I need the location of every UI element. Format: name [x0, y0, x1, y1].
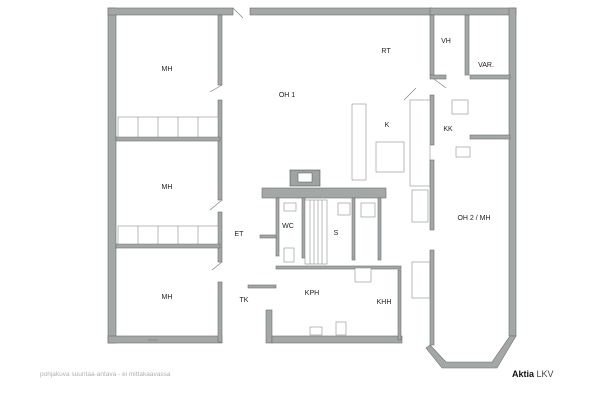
room-label-mh-3: MH: [162, 294, 173, 301]
disclaimer-note: pohjakuva suuntaa-antava - ei mittakaava…: [40, 371, 171, 378]
brand-bold: Aktia: [512, 369, 535, 379]
room-label-et: ET: [235, 231, 245, 238]
room-label-s: S: [334, 230, 339, 237]
room-label-oh2: OH 2 / MH: [457, 215, 490, 222]
room-label-mh-1: MH: [162, 66, 173, 73]
room-label-kph: KPH: [305, 290, 319, 297]
brand-regular: LKV: [536, 369, 554, 379]
brand-logo: Aktia LKV: [512, 369, 554, 379]
walls: [107, 7, 517, 369]
room-label-khh: KHH: [377, 299, 392, 306]
room-label-tk: TK: [240, 297, 249, 304]
room-label-var: VAR.: [478, 62, 494, 69]
room-labels: MH MH MH OH 1 RT VH VAR. K KK ET WC S OH…: [162, 38, 494, 306]
room-label-k: K: [385, 122, 390, 129]
room-label-oh1: OH 1: [279, 92, 295, 99]
room-label-kk: KK: [443, 126, 453, 133]
room-label-rt: RT: [381, 48, 391, 55]
room-label-mh-2: MH: [162, 184, 173, 191]
room-label-vh: VH: [441, 38, 451, 45]
room-label-wc: WC: [282, 223, 294, 230]
